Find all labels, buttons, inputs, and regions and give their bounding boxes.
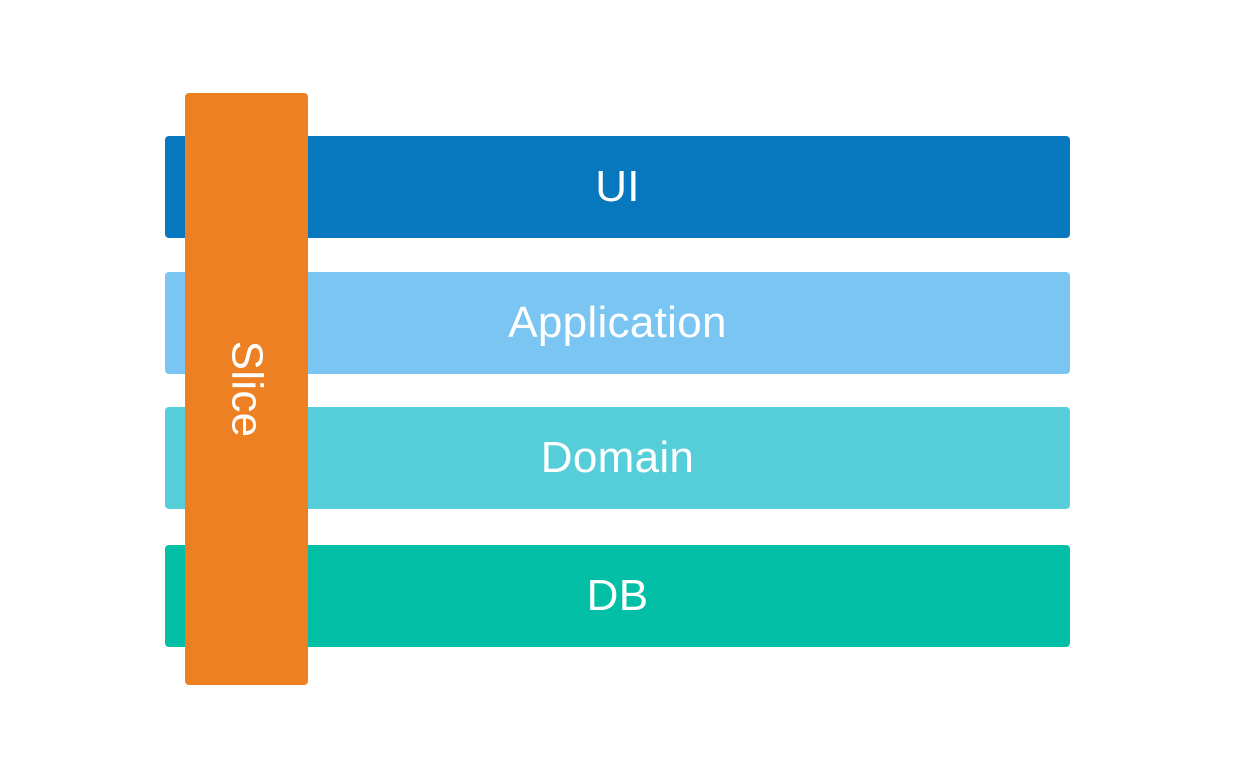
layer-bar-application[interactable]: Application xyxy=(165,272,1070,374)
layer-label-domain: Domain xyxy=(540,433,695,482)
layer-bar-domain[interactable]: Domain xyxy=(165,407,1070,509)
slice-column[interactable]: Slice xyxy=(185,93,308,685)
layer-bar-db[interactable]: DB xyxy=(165,545,1070,647)
layer-bar-ui[interactable]: UI xyxy=(165,136,1070,238)
layer-label-ui: UI xyxy=(595,162,640,211)
layer-label-application: Application xyxy=(508,298,727,347)
slice-label: Slice xyxy=(222,340,272,438)
layer-label-db: DB xyxy=(586,571,649,620)
